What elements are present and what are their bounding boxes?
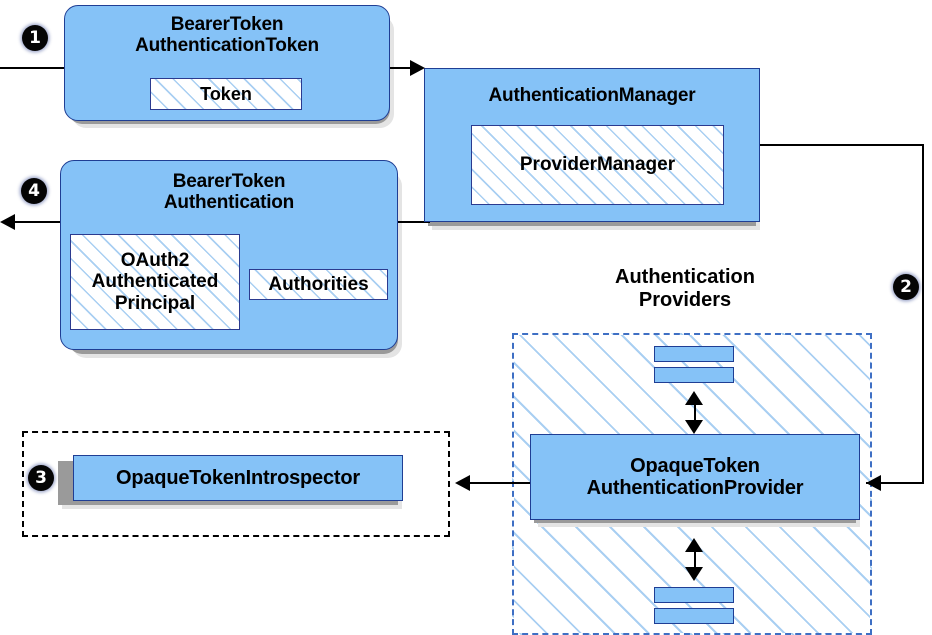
provider-stack-top-bar-2: [654, 367, 734, 383]
caption-authentication-providers: Authentication Providers: [615, 266, 755, 311]
child-box-label: ProviderManager: [519, 154, 676, 176]
arrowhead-provider-up-down: [685, 420, 703, 434]
connector-result-out: [4, 221, 66, 223]
node-title: OpaqueTokenIntrospector: [116, 466, 360, 489]
badge-step-1: 1: [22, 25, 48, 51]
container-opaque-token-introspector: [22, 431, 450, 537]
badge-step-2: 2: [893, 274, 919, 300]
connector-manager-down: [922, 144, 924, 484]
connector-provider-up-link: [694, 398, 696, 426]
connector-token-to-manager: [388, 67, 420, 69]
child-box-authorities[interactable]: Authorities: [249, 269, 388, 300]
node-title: AuthenticationManager: [488, 85, 696, 106]
child-box-token[interactable]: Token: [150, 78, 302, 110]
arrowhead-into-provider: [866, 475, 881, 491]
connector-provider-down-link: [694, 545, 696, 573]
arrowhead-provider-up: [685, 391, 703, 405]
connector-manager-to-result: [398, 221, 430, 223]
arrowhead-provider-down: [685, 567, 703, 581]
child-box-oauth2-authenticated-principal[interactable]: OAuth2 Authenticated Principal: [70, 234, 240, 330]
badge-step-4: 4: [21, 178, 47, 204]
child-box-label: OAuth2 Authenticated Principal: [91, 250, 219, 314]
provider-stack-bottom-bar-1: [654, 587, 734, 603]
provider-stack-top-bar-1: [654, 346, 734, 362]
arrowhead-provider-to-introspector: [455, 475, 470, 491]
arrowhead-result-out: [0, 214, 15, 230]
child-box-provider-manager[interactable]: ProviderManager: [471, 125, 724, 205]
node-title: BearerToken Authentication: [163, 171, 295, 214]
node-opaque-token-introspector[interactable]: OpaqueTokenIntrospector: [73, 455, 403, 501]
arrowhead-token-to-manager: [410, 60, 425, 76]
provider-stack-bottom-bar-2: [654, 608, 734, 624]
node-opaque-token-authentication-provider[interactable]: OpaqueToken AuthenticationProvider: [530, 434, 860, 520]
node-title: BearerToken AuthenticationToken: [135, 14, 319, 57]
child-box-label: Authorities: [268, 273, 369, 295]
connector-manager-right: [758, 144, 924, 146]
child-box-label: Token: [200, 83, 252, 104]
connector-provider-to-introspector: [458, 482, 534, 484]
badge-step-3: 3: [28, 465, 54, 491]
node-title: OpaqueToken AuthenticationProvider: [586, 454, 804, 499]
connector-into-provider: [866, 482, 924, 484]
arrowhead-provider-down-up: [685, 538, 703, 552]
connector-request-in: [0, 67, 70, 69]
